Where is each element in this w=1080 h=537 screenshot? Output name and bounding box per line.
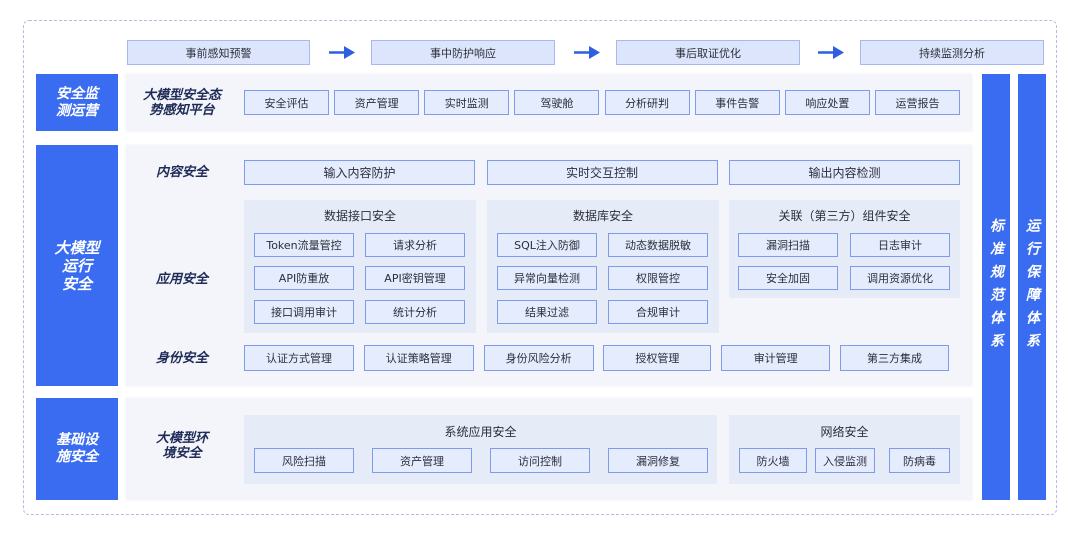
platform-item: 实时监测 (424, 90, 510, 115)
identity-item: 第三方集成 (839, 345, 949, 371)
flow-step-pre-event-warning: 事前感知预警 (127, 40, 310, 65)
platform-item: 事件告警 (694, 90, 780, 115)
platform-item: 分析研判 (604, 90, 690, 115)
third-party-component-security-group: 关联（第三方）组件安全 漏洞扫描 日志审计 安全加固 调用资源优化 (729, 200, 960, 298)
content-security-item: 输入内容防护 (244, 160, 475, 185)
group-item: 动态数据脱敏 (608, 233, 708, 257)
flow-step-continuous-monitoring: 持续监测分析 (860, 40, 1044, 65)
group-item: 请求分析 (365, 233, 465, 257)
identity-security-label: 身份安全 (155, 351, 208, 366)
platform-item: 驾驶舱 (514, 90, 600, 115)
group-item: API密钥管理 (365, 266, 465, 290)
group-item: 权限管控 (608, 266, 708, 290)
group-item: 漏洞修复 (608, 448, 708, 473)
layer-infra-title: 基础设 施安全 (36, 398, 118, 500)
group-item: 调用资源优化 (850, 266, 950, 290)
group-item: 访问控制 (490, 448, 590, 473)
infra-panel: 大模型环 境安全 系统应用安全 风险扫描 资产管理 访问控制 漏洞修复 网络安全… (126, 398, 972, 500)
flow-step-post-event-forensics: 事后取证优化 (616, 40, 800, 65)
group-item: 漏洞扫描 (738, 233, 838, 257)
runtime-panel: 内容安全 输入内容防护 实时交互控制 输出内容检测 应用安全 数据接口安全 To… (126, 145, 972, 386)
content-security-item: 输出内容检测 (729, 160, 960, 185)
platform-item: 安全评估 (244, 90, 329, 115)
platform-item: 响应处置 (784, 90, 870, 115)
content-security-item: 实时交互控制 (486, 160, 718, 185)
layer-runtime-title: 大模型 运行 安全 (36, 145, 118, 386)
group-item: 接口调用审计 (254, 300, 354, 324)
group-title: 网络安全 (820, 425, 869, 439)
content-security-items: 输入内容防护 实时交互控制 输出内容检测 (244, 160, 960, 185)
system-application-security-group: 系统应用安全 风险扫描 资产管理 访问控制 漏洞修复 (244, 415, 717, 484)
standards-system-bar: 标准规范体系 (982, 74, 1010, 500)
ops-panel: 大模型安全态 势感知平台 安全评估 资产管理 实时监测 驾驶舱 分析研判 事件告… (126, 74, 972, 131)
assurance-system-label: 运行保障体系 (1024, 218, 1040, 356)
outer-dashed-frame (23, 20, 1057, 515)
group-item: API防重放 (254, 266, 354, 290)
group-item: 防火墙 (739, 448, 807, 473)
content-security-label: 内容安全 (155, 165, 208, 180)
group-item: 合规审计 (608, 300, 708, 324)
identity-item: 认证方式管理 (244, 345, 354, 371)
group-title: 数据库安全 (572, 209, 633, 223)
identity-item: 认证策略管理 (363, 345, 474, 371)
group-item: 日志审计 (850, 233, 950, 257)
platform-label: 大模型安全态 势感知平台 (142, 88, 221, 118)
flow-step-in-event-response: 事中防护响应 (371, 40, 555, 65)
platform-items: 安全评估 资产管理 实时监测 驾驶舱 分析研判 事件告警 响应处置 运营报告 (244, 90, 960, 115)
group-item: 结果过滤 (497, 300, 597, 324)
group-item: Token流量管控 (254, 233, 354, 257)
group-item: 异常向量检测 (497, 266, 597, 290)
group-item: 安全加固 (738, 266, 838, 290)
arrow-right-icon (329, 46, 355, 59)
data-interface-security-group: 数据接口安全 Token流量管控 请求分析 API防重放 API密钥管理 接口调… (244, 200, 476, 333)
database-security-group: 数据库安全 SQL注入防御 动态数据脱敏 异常向量检测 权限管控 结果过滤 合规… (487, 200, 719, 333)
group-title: 系统应用安全 (444, 425, 517, 439)
network-security-group: 网络安全 防火墙 入侵监测 防病毒 (729, 415, 960, 484)
group-item: 资产管理 (372, 448, 472, 473)
platform-item: 运营报告 (874, 90, 960, 115)
group-item: 统计分析 (365, 300, 465, 324)
group-item: SQL注入防御 (497, 233, 597, 257)
layer-ops-title: 安全监 测运营 (36, 74, 118, 131)
identity-item: 授权管理 (603, 345, 712, 371)
group-item: 入侵监测 (815, 448, 875, 473)
group-item: 防病毒 (889, 448, 950, 473)
identity-item: 审计管理 (721, 345, 831, 371)
standards-system-label: 标准规范体系 (988, 218, 1004, 356)
arrow-right-icon (818, 46, 844, 59)
identity-item: 身份风险分析 (483, 345, 594, 371)
environment-security-label: 大模型环 境安全 (155, 431, 208, 461)
identity-security-items: 认证方式管理 认证策略管理 身份风险分析 授权管理 审计管理 第三方集成 (244, 345, 949, 371)
platform-item: 资产管理 (334, 90, 420, 115)
application-security-label: 应用安全 (155, 272, 208, 287)
group-title: 数据接口安全 (323, 209, 396, 223)
group-item: 风险扫描 (254, 448, 354, 473)
assurance-system-bar: 运行保障体系 (1018, 74, 1046, 500)
arrow-right-icon (574, 46, 600, 59)
group-title: 关联（第三方）组件安全 (778, 209, 911, 223)
